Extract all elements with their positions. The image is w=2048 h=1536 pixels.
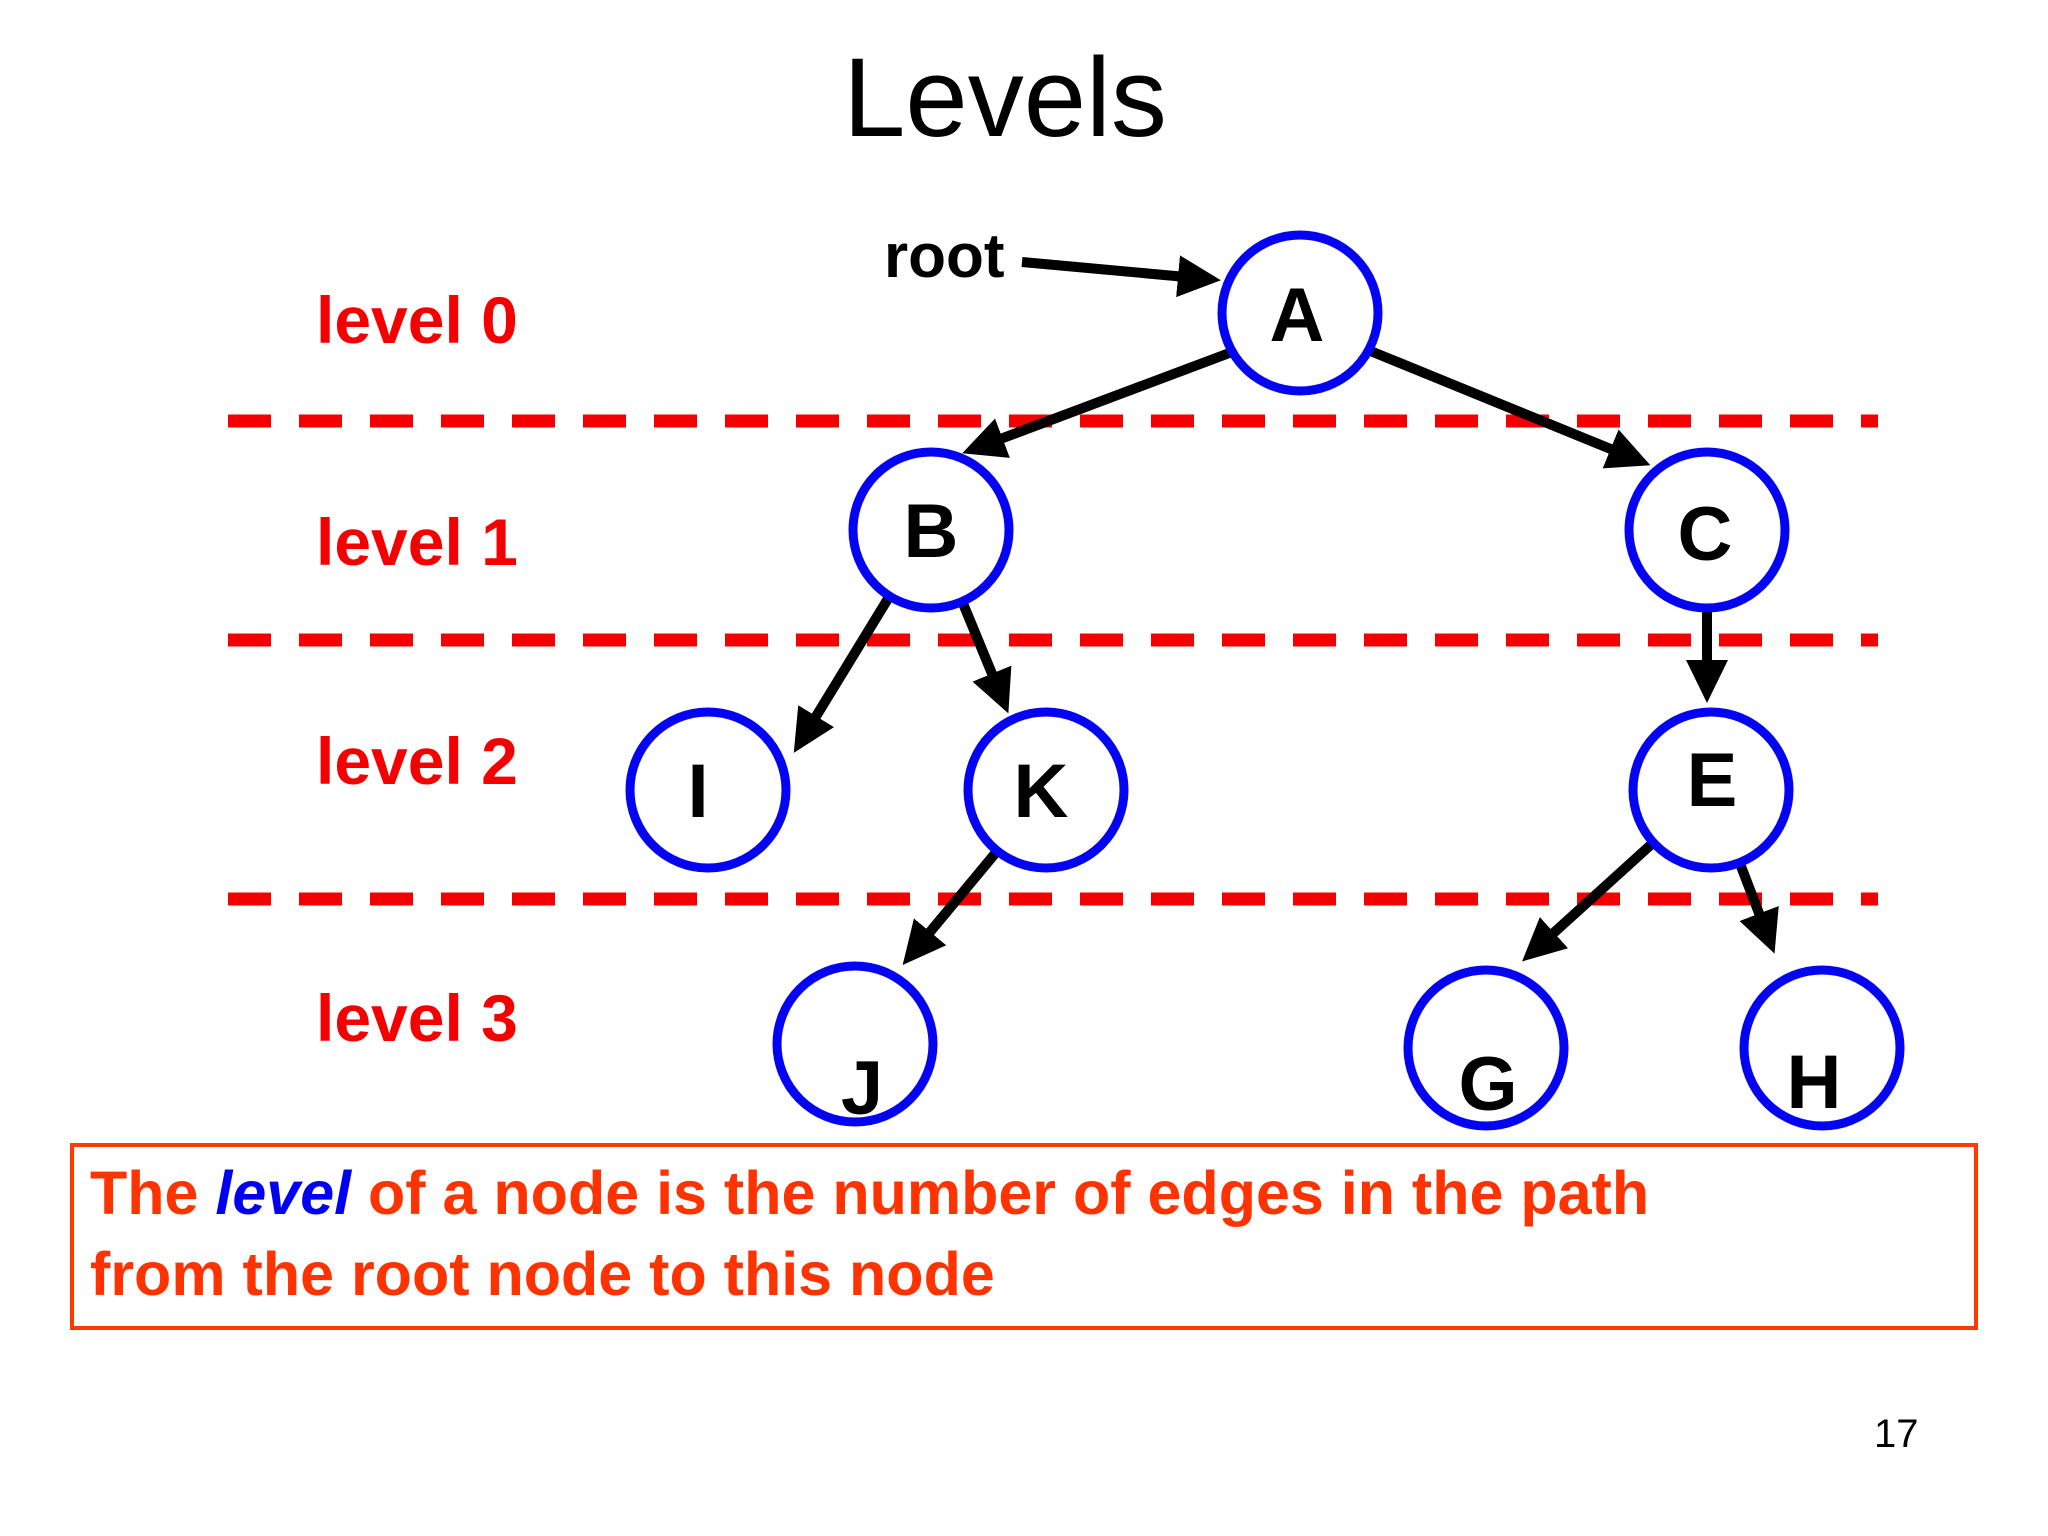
node-G-circle (1403, 965, 1569, 1131)
node-C-circle (1624, 447, 1790, 613)
node-E-circle (1628, 707, 1794, 873)
node-I: I (625, 707, 791, 873)
node-K-circle (963, 707, 1129, 873)
node-G: G (1403, 965, 1569, 1131)
edge-K-J (902, 846, 1002, 965)
node-J-label: J (841, 1046, 883, 1131)
node-J-circle (772, 961, 938, 1127)
node-E-label: E (1687, 738, 1738, 823)
edge-B-I (793, 594, 894, 753)
caption-line1-prefix: The (90, 1159, 216, 1227)
node-A-circle (1217, 230, 1383, 396)
caption-box: The level of a node is the number of edg… (70, 1143, 1978, 1330)
node-A-label: A (1270, 273, 1325, 358)
node-I-circle (625, 707, 791, 873)
level-label-1: level 1 (316, 505, 518, 579)
edge-A-B (962, 347, 1234, 458)
node-E: E (1628, 707, 1794, 873)
node-B-label: B (904, 489, 959, 574)
level-label-3: level 3 (316, 981, 518, 1055)
caption-keyword-level: level (215, 1159, 352, 1227)
node-C: C (1624, 447, 1790, 613)
node-K: K (963, 707, 1129, 873)
node-H: H (1739, 965, 1905, 1131)
node-C-label: C (1678, 492, 1733, 577)
edge-E-H (1734, 859, 1779, 954)
caption-text: The level of a node is the number of edg… (90, 1153, 1950, 1315)
node-H-label: H (1787, 1040, 1842, 1125)
level-label-0: level 0 (316, 283, 518, 357)
root-pointer-label: root (884, 222, 1005, 291)
node-H-circle (1739, 965, 1905, 1131)
level-label-2: level 2 (316, 724, 518, 798)
node-A: A (1217, 230, 1383, 396)
caption-line2: from the root node to this node (90, 1240, 995, 1308)
node-J: J (772, 961, 938, 1131)
page-number: 17 (1874, 1412, 1919, 1456)
node-I-label: I (687, 749, 708, 834)
node-B-circle (848, 447, 1014, 613)
edge-B-K (957, 599, 1012, 714)
slide-title: Levels (843, 35, 1167, 160)
node-K-label: K (1014, 749, 1069, 834)
root-arrow (1021, 255, 1221, 298)
node-B: B (848, 447, 1014, 613)
caption-line1-rest: of a node is the number of edges in the … (351, 1159, 1650, 1227)
edge-E-G (1522, 838, 1658, 962)
edge-A-C (1366, 345, 1651, 469)
node-G-label: G (1458, 1042, 1517, 1127)
